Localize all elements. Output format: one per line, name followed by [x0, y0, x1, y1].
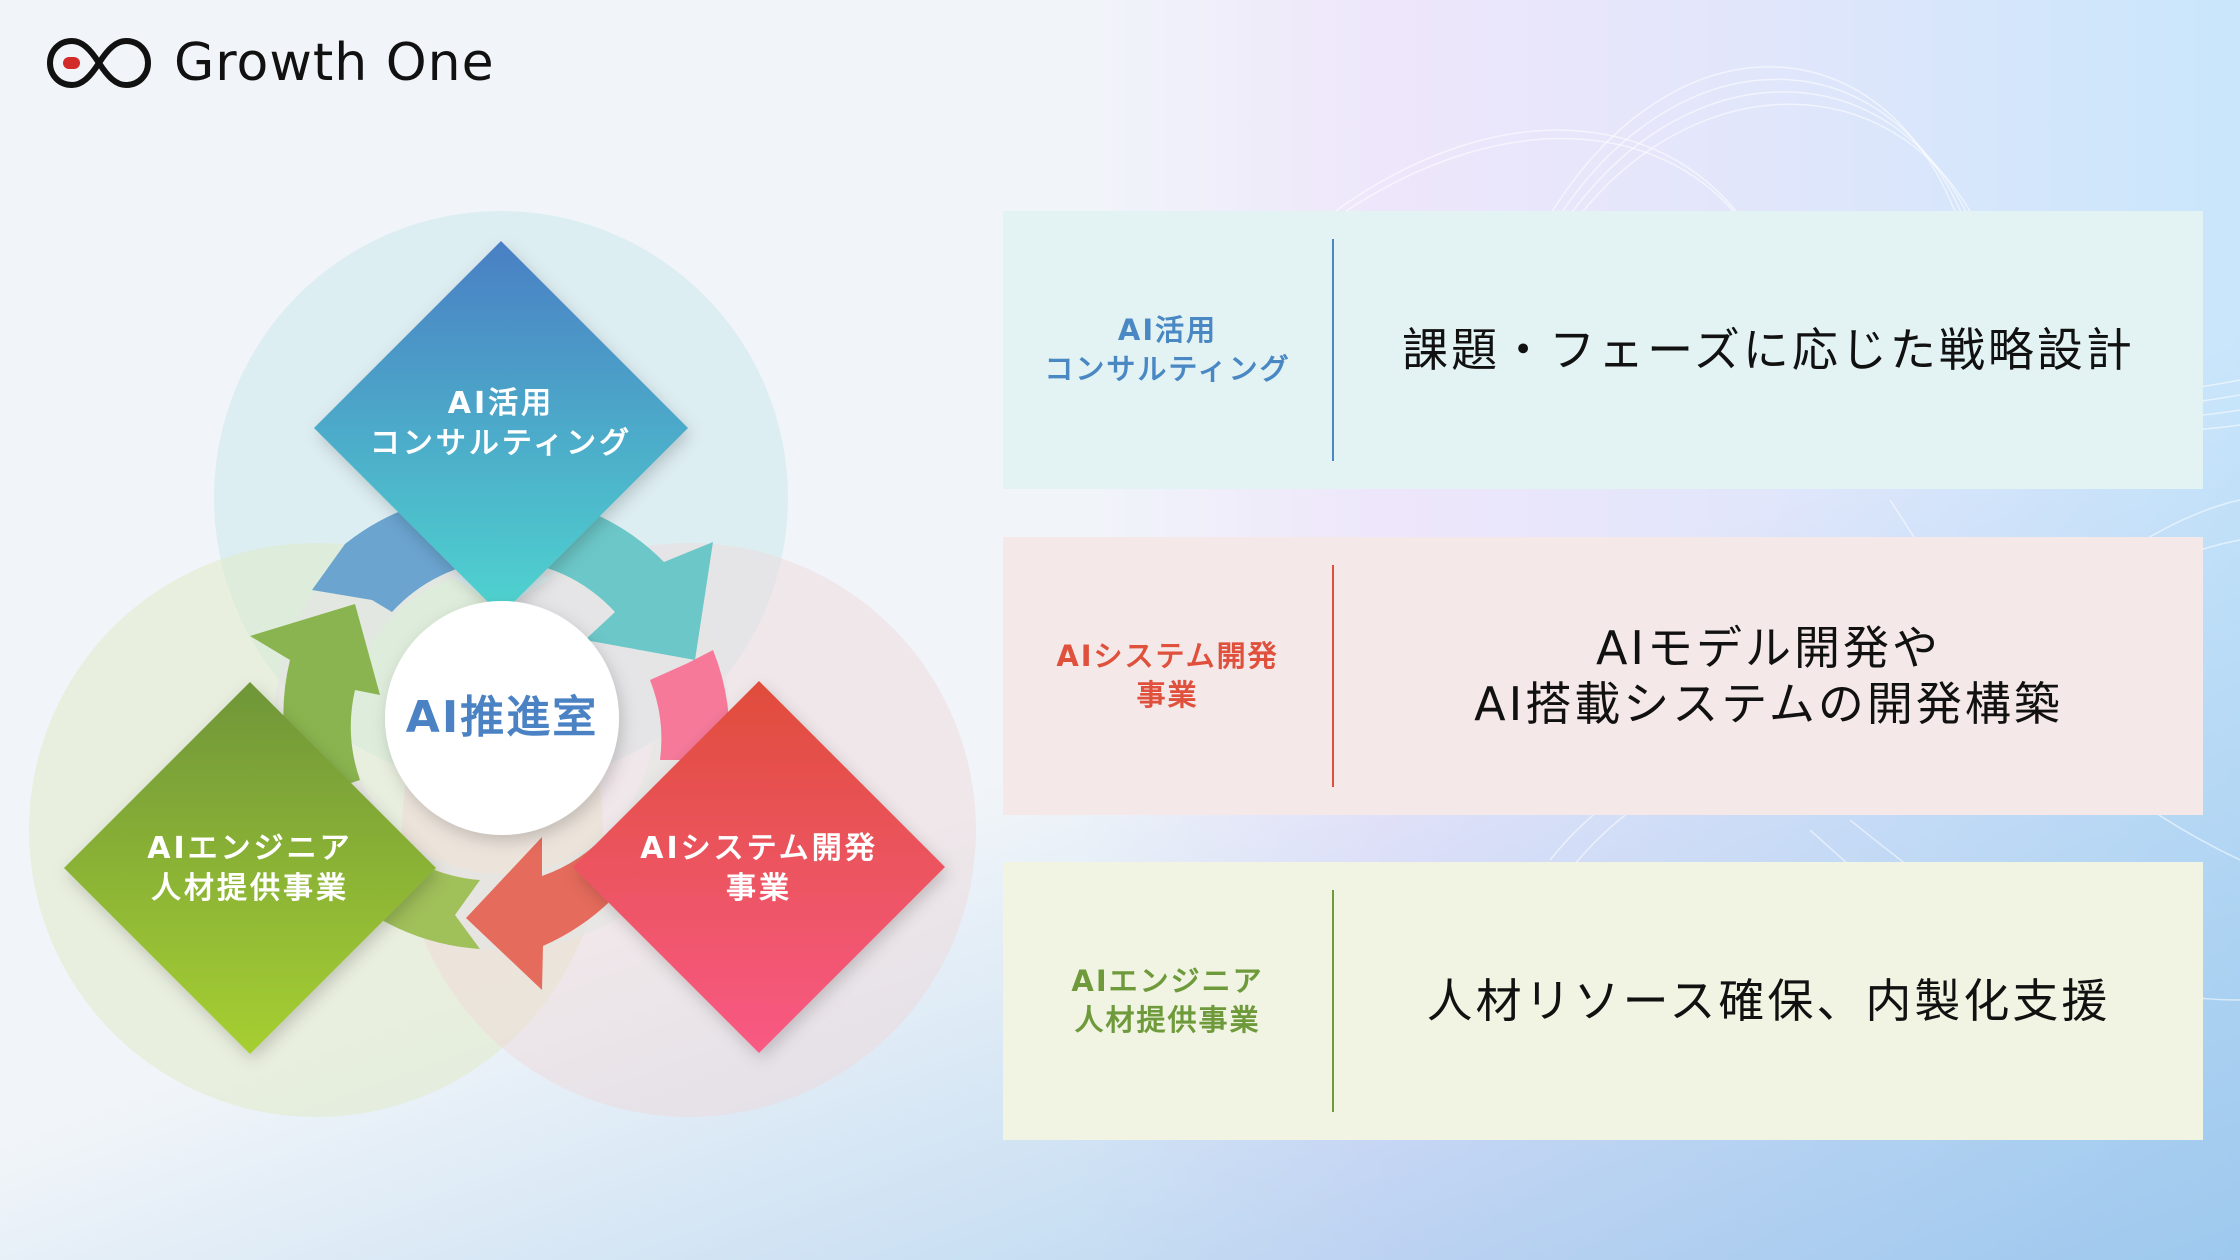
diamond-system: [573, 681, 945, 1053]
card-label-line1: AI活用: [1117, 313, 1218, 347]
diamond-consulting: [314, 241, 688, 615]
card-description-line1: AIモデル開発や: [1595, 621, 1942, 675]
diamond-label-line2: コンサルティング: [369, 426, 633, 461]
diamond-label-line1: AIシステム開発: [640, 831, 878, 866]
brand-name: Growth One: [174, 33, 495, 93]
card-label-line1: AIシステム開発: [1056, 639, 1279, 673]
ai-promotion-cycle-diagram: AI活用 コンサルティング AIエンジニア 人材提供事業 AIシステム開発 事業…: [0, 0, 1000, 1260]
card-label-line2: 事業: [1136, 678, 1199, 712]
card-description-line1: 課題・フェーズに応じた戦略設計: [1402, 323, 2135, 377]
card-label-line1: AIエンジニア: [1071, 964, 1264, 998]
card-divider: [1332, 565, 1334, 787]
center-label: AI推進室: [405, 692, 599, 743]
diamond-engineer-label: AIエンジニア 人材提供事業: [90, 829, 410, 909]
diamond-label-line2: 人材提供事業: [151, 871, 349, 906]
diamond-label-line2: 事業: [726, 871, 792, 906]
diamond-label-line1: AIエンジニア: [147, 831, 353, 866]
card-consulting: AI活用 コンサルティング 課題・フェーズに応じた戦略設計: [1003, 211, 2203, 489]
brand-logo: Growth One: [46, 34, 495, 92]
card-description: 人材リソース確保、内製化支援: [1334, 973, 2203, 1029]
card-description: AIモデル開発や AI搭載システムの開発構築: [1334, 620, 2203, 732]
card-divider: [1332, 890, 1334, 1112]
diamond-system-label: AIシステム開発 事業: [599, 829, 919, 909]
card-label-line2: 人材提供事業: [1074, 1003, 1261, 1037]
diamond-engineer: [64, 682, 436, 1054]
card-label: AIシステム開発 事業: [1003, 637, 1332, 715]
card-engineer: AIエンジニア 人材提供事業 人材リソース確保、内製化支援: [1003, 862, 2203, 1140]
card-description: 課題・フェーズに応じた戦略設計: [1334, 322, 2203, 378]
infinity-icon: [46, 37, 152, 89]
card-system: AIシステム開発 事業 AIモデル開発や AI搭載システムの開発構築: [1003, 537, 2203, 815]
diamond-label-line1: AI活用: [447, 386, 555, 421]
diamond-consulting-label: AI活用 コンサルティング: [341, 384, 661, 464]
card-label: AIエンジニア 人材提供事業: [1003, 962, 1332, 1040]
card-description-line2: AI搭載システムの開発構築: [1474, 677, 2063, 731]
center-circle: [385, 601, 619, 835]
arrow-green: [250, 604, 380, 800]
card-divider: [1332, 239, 1334, 461]
card-description-line1: 人材リソース確保、内製化支援: [1426, 974, 2111, 1028]
card-label-line2: コンサルティング: [1044, 352, 1291, 386]
card-label: AI活用 コンサルティング: [1003, 311, 1332, 389]
